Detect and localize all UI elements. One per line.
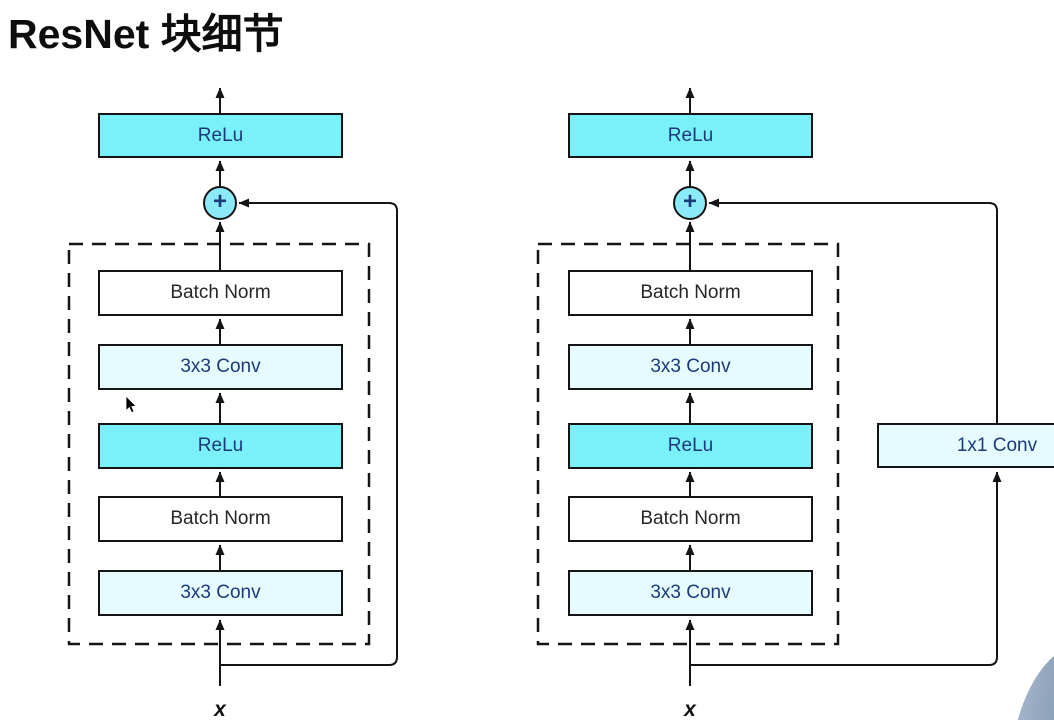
right-batch-norm-2-box: Batch Norm bbox=[568, 496, 813, 542]
right-relu-label: ReLu bbox=[667, 435, 714, 456]
right-conv-1-label: 3x3 Conv bbox=[650, 356, 731, 377]
left-batch-norm-1-label: Batch Norm bbox=[170, 282, 271, 303]
left-batch-norm-2-box: Batch Norm bbox=[98, 496, 343, 542]
right-batch-norm-2-label: Batch Norm bbox=[640, 508, 741, 529]
left-conv-1-box: 3x3 Conv bbox=[98, 344, 343, 390]
left-add-symbol: + bbox=[212, 188, 227, 215]
right-batch-norm-1-box: Batch Norm bbox=[568, 270, 813, 316]
left-input-x-label: x bbox=[214, 698, 226, 720]
left-conv-2-label: 3x3 Conv bbox=[180, 582, 261, 603]
skip-connection-left bbox=[220, 198, 398, 666]
left-batch-norm-2-label: Batch Norm bbox=[170, 508, 271, 529]
left-output-relu-label: ReLu bbox=[197, 124, 244, 146]
page-title: ResNet 块细节 bbox=[8, 11, 284, 57]
right-output-relu-box: ReLu bbox=[568, 113, 813, 158]
dashed-frame-right bbox=[536, 242, 840, 646]
left-conv-1-label: 3x3 Conv bbox=[180, 356, 261, 377]
right-shortcut-conv-label: 1x1 Conv bbox=[956, 434, 1038, 456]
left-add-circle: + bbox=[203, 186, 237, 220]
right-conv-2-label: 3x3 Conv bbox=[650, 582, 731, 603]
right-output-relu-label: ReLu bbox=[667, 124, 714, 146]
right-relu-box: ReLu bbox=[568, 423, 813, 469]
left-relu-label: ReLu bbox=[197, 435, 244, 456]
left-relu-box: ReLu bbox=[98, 423, 343, 469]
right-add-symbol: + bbox=[682, 188, 697, 215]
mouse-cursor-arrow bbox=[125, 395, 138, 414]
right-conv-2-box: 3x3 Conv bbox=[568, 570, 813, 616]
left-output-relu-box: ReLu bbox=[98, 113, 343, 158]
skip-connection-right-lower bbox=[690, 471, 1002, 666]
right-shortcut-conv-box: 1x1 Conv bbox=[877, 423, 1054, 468]
right-conv-1-box: 3x3 Conv bbox=[568, 344, 813, 390]
left-batch-norm-1-box: Batch Norm bbox=[98, 270, 343, 316]
skip-connection-right-upper bbox=[708, 198, 998, 423]
right-batch-norm-1-label: Batch Norm bbox=[640, 282, 741, 303]
right-input-x-label: x bbox=[684, 698, 696, 720]
left-conv-2-box: 3x3 Conv bbox=[98, 570, 343, 616]
right-add-circle: + bbox=[673, 186, 707, 220]
